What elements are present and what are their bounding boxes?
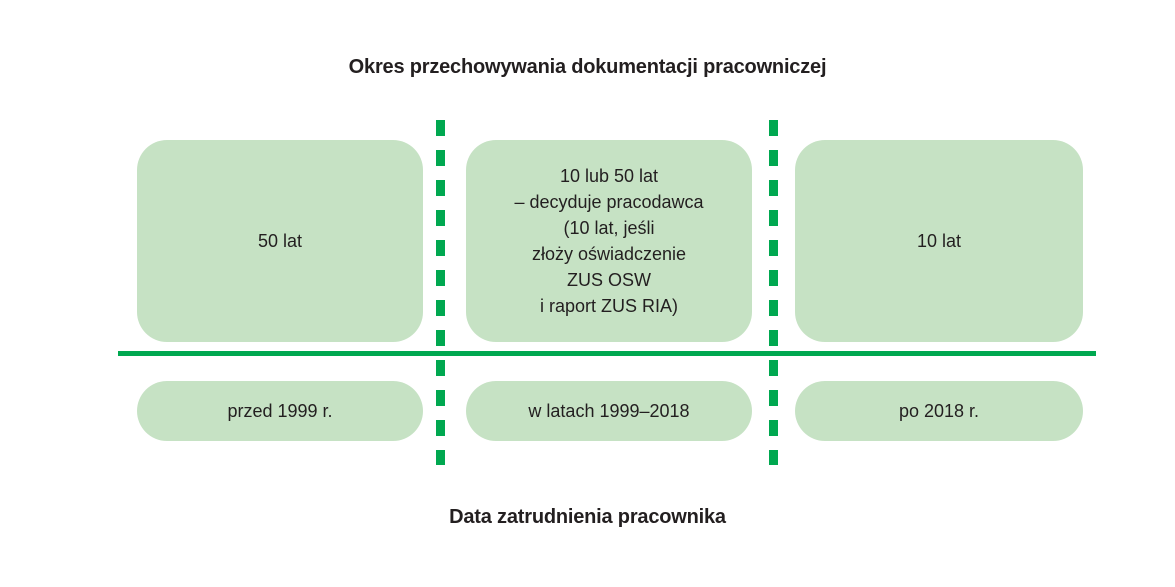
horizontal-axis-line <box>118 351 1096 356</box>
period-box-before-1999: przed 1999 r. <box>137 381 423 441</box>
column-divider-right <box>769 120 778 465</box>
axis-caption: Data zatrudnienia pracownika <box>449 506 726 528</box>
retention-box-before-1999: 50 lat <box>137 140 423 342</box>
retention-box-after-2018: 10 lat <box>795 140 1083 342</box>
period-box-after-2018: po 2018 r. <box>795 381 1083 441</box>
period-box-1999-2018: w latach 1999–2018 <box>466 381 752 441</box>
retention-box-1999-2018: 10 lub 50 lat – decyduje pracodawca (10 … <box>466 140 752 342</box>
page-title: Okres przechowywania dokumentacji pracow… <box>348 56 827 78</box>
column-divider-left <box>436 120 445 465</box>
